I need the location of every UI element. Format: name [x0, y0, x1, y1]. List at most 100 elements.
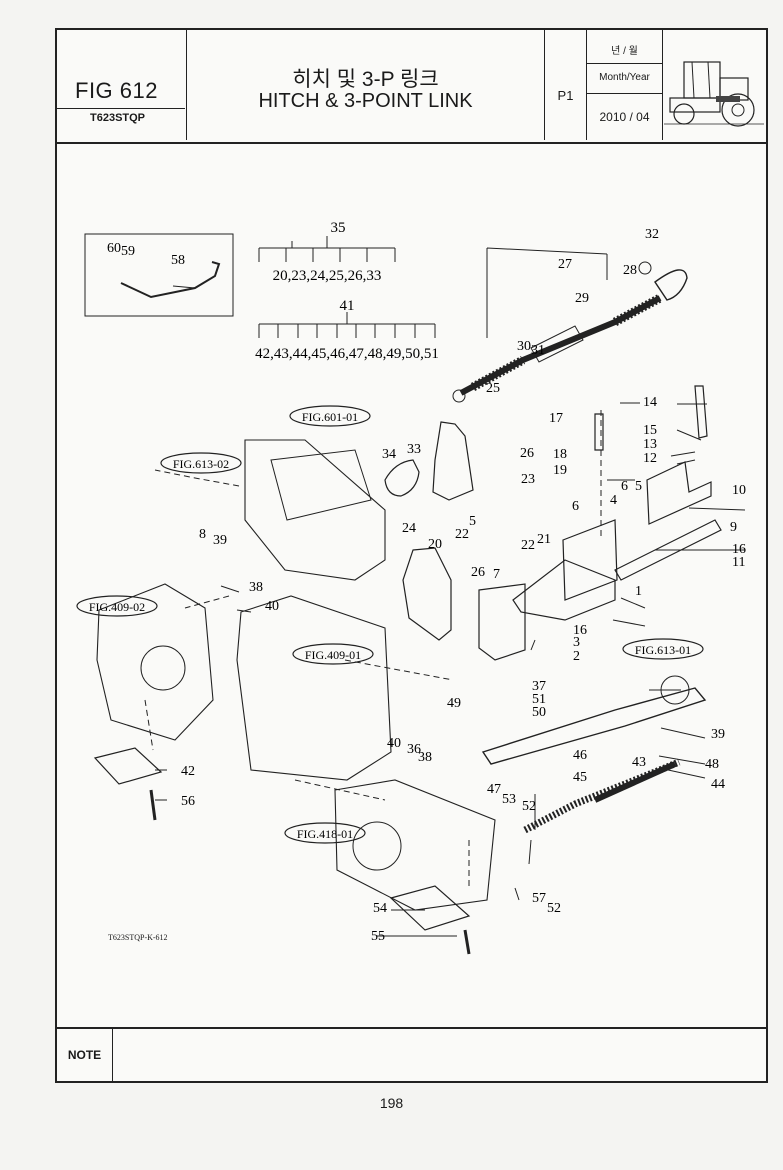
- part-callout-43: 43: [632, 755, 646, 770]
- page-code-cell: P1: [545, 30, 587, 140]
- part-callout-25: 25: [486, 381, 500, 396]
- part-callout-11: 11: [732, 555, 745, 570]
- part-callout-49: 49: [447, 696, 461, 711]
- group-35-number: 35: [331, 220, 346, 236]
- inset-frame: [84, 233, 234, 317]
- part-callout-39: 39: [213, 533, 227, 548]
- part-callout-42: 42: [181, 764, 195, 779]
- part-callout-6: 6: [572, 499, 579, 514]
- fig-ref-418-01: FIG.418-01: [297, 827, 353, 841]
- part-callout-5: 5: [469, 514, 476, 529]
- part-callout-36: 36: [407, 742, 421, 757]
- part-callout-48: 48: [705, 757, 719, 772]
- part-callout-23: 23: [521, 472, 535, 487]
- part-callout-55: 55: [371, 929, 385, 944]
- date-cell: 년 / 월 Month/Year 2010 / 04: [587, 30, 663, 140]
- fig-ref-409-02: FIG.409-02: [89, 600, 145, 614]
- title-english: HITCH & 3-POINT LINK: [258, 90, 473, 112]
- part-callout-37: 37: [532, 679, 546, 694]
- page-number: 198: [379, 1095, 404, 1111]
- note-label: NOTE: [57, 1029, 113, 1081]
- part-callout-52: 52: [547, 901, 561, 916]
- part-callout-4: 4: [610, 493, 617, 508]
- part-callout-59: 59: [121, 244, 135, 259]
- fig-reference-list: FIG.601-01 FIG.613-02 FIG.409-02 FIG.409…: [76, 405, 704, 844]
- part-callout-14: 14: [643, 395, 657, 410]
- part-callout-1: 1: [635, 584, 642, 599]
- fig-ref-613-01: FIG.613-01: [635, 643, 691, 657]
- title-cell: 히치 및 3-P 링크 HITCH & 3-POINT LINK: [187, 30, 545, 140]
- part-callout-24: 24: [402, 521, 416, 536]
- part-callout-52: 52: [522, 799, 536, 814]
- divider: [57, 108, 185, 109]
- part-callout-2: 2: [573, 649, 580, 664]
- group-35-items: 20,23,24,25,26,33: [273, 268, 382, 284]
- part-callout-58: 58: [171, 253, 185, 268]
- part-callout-57: 57: [532, 891, 546, 906]
- part-callout-47: 47: [487, 782, 501, 797]
- part-callout-60: 60: [107, 241, 121, 256]
- part-callout-46: 46: [573, 748, 587, 763]
- drawing-code: T623STQP-K-612: [108, 933, 168, 942]
- group-41-number: 41: [340, 298, 355, 314]
- tractor-thumbnail: [664, 36, 764, 139]
- exploded-parts-diagram: 35 20,23,24,25,26,33 41 42,43,44,45,46,4…: [55, 140, 746, 955]
- month-year-label: Month/Year: [599, 72, 650, 83]
- part-callout-16: 16: [573, 623, 587, 638]
- month-year-korean: 년 / 월: [611, 46, 638, 57]
- title-block: FIG 612 T623STQP 히치 및 3-P 링크 HITCH & 3-P…: [57, 30, 766, 144]
- part-callout-15: 15: [643, 423, 657, 438]
- part-callout-29: 29: [575, 291, 589, 306]
- part-callout-34: 34: [382, 447, 396, 462]
- part-callout-28: 28: [623, 263, 637, 278]
- part-callout-7: 7: [493, 567, 500, 582]
- part-callout-54: 54: [373, 901, 387, 916]
- part-callout-51: 51: [532, 692, 546, 707]
- part-callout-18: 18: [553, 447, 567, 462]
- part-callout-17: 17: [549, 411, 563, 426]
- revision-date: 2010 / 04: [599, 110, 650, 124]
- part-callout-44: 44: [711, 777, 725, 792]
- fig-ref-409-01: FIG.409-01: [305, 648, 361, 662]
- part-callout-13: 13: [643, 437, 657, 452]
- part-callout-10: 10: [732, 483, 746, 498]
- part-callout-56: 56: [181, 794, 195, 809]
- part-callout-9: 9: [730, 520, 737, 535]
- part-callout-12: 12: [643, 451, 657, 466]
- part-callout-30: 30: [517, 339, 531, 354]
- document-sheet: FIG 612 T623STQP 히치 및 3-P 링크 HITCH & 3-P…: [55, 28, 768, 1083]
- part-callout-5: 5: [635, 479, 642, 494]
- model-code: T623STQP: [90, 112, 146, 124]
- part-callout-39: 39: [711, 727, 725, 742]
- group-41-items: 42,43,44,45,46,47,48,49,50,51: [255, 346, 439, 362]
- part-callout-19: 19: [553, 463, 567, 478]
- part-callout-22: 22: [455, 527, 469, 542]
- part-callout-31: 31: [531, 343, 545, 358]
- part-callout-40: 40: [387, 736, 401, 751]
- fig-ref-601-01: FIG.601-01: [302, 410, 358, 424]
- title-korean: 히치 및 3-P 링크: [292, 68, 439, 91]
- divider: [587, 93, 662, 94]
- note-row: NOTE: [57, 1027, 766, 1081]
- page-code: P1: [557, 88, 574, 103]
- divider: [587, 63, 662, 64]
- figure-number: FIG 612: [75, 78, 158, 103]
- part-callout-26: 26: [520, 446, 534, 461]
- part-callout-45: 45: [573, 770, 587, 785]
- fig-cell: FIG 612 T623STQP: [57, 30, 187, 140]
- part-callout-21: 21: [537, 532, 551, 547]
- part-callout-8: 8: [199, 527, 206, 542]
- part-callout-20: 20: [428, 537, 442, 552]
- part-callout-22: 22: [521, 538, 535, 553]
- part-callout-26: 26: [471, 565, 485, 580]
- part-callout-16: 16: [732, 542, 746, 557]
- part-callout-32: 32: [645, 227, 659, 242]
- part-callout-57: 57: [55, 140, 69, 144]
- part-callout-3: 3: [573, 635, 580, 650]
- part-callout-33: 33: [407, 442, 421, 457]
- part-callout-6: 6: [621, 479, 628, 494]
- part-callout-53: 53: [502, 792, 516, 807]
- part-callout-38: 38: [418, 750, 432, 765]
- part-callout-50: 50: [532, 705, 546, 720]
